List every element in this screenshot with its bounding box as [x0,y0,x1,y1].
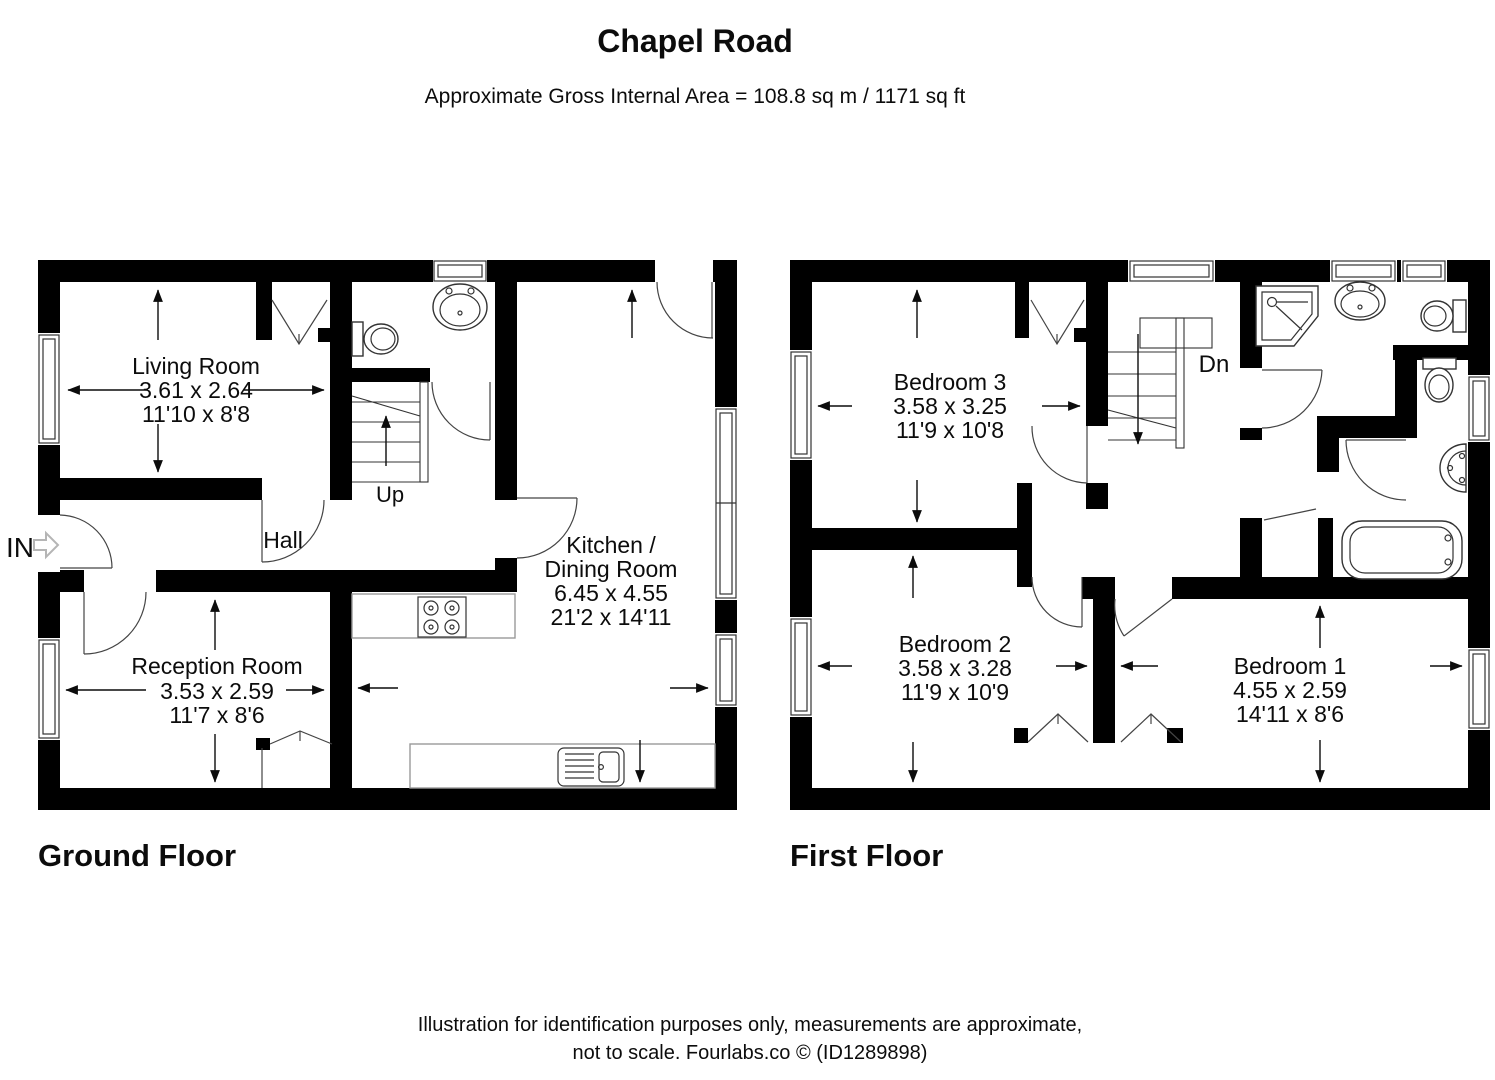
ground-floor-plan: IN Living Room 3.61 x 2.64 11'10 x 8'8 H… [6,258,739,873]
first-floor-plan: Bedroom 3 3.58 x 3.25 11'9 x 10'8 Dn Bed… [788,258,1492,873]
ff-window-bathroom [1468,376,1490,441]
disclaimer-line-2: not to scale. Fourlabs.co © (ID1289898) [573,1042,928,1064]
living-room-name: Living Room [132,353,260,379]
ff-window-bed2 [790,618,812,716]
ff-cupboard-door [1263,508,1317,521]
bathtub-icon [1341,520,1463,580]
stairs-down-label: Dn [1199,351,1230,378]
ff-window-bed1 [1468,649,1490,729]
kitchen-sink-counter [409,743,716,789]
kitchen-metric: 6.45 x 4.55 [554,580,668,606]
ff-window-wc-nook [1402,260,1446,282]
living-room-metric: 3.61 x 2.64 [139,377,253,403]
entrance-label: IN [6,532,34,563]
ff-window-shower-room [1331,260,1396,282]
ff-window-bed3 [790,351,812,459]
shower-icon [1255,285,1319,347]
wc-sink-icon [432,283,488,331]
page-title: Chapel Road [597,23,793,59]
ff-measure-arrows [817,289,1463,783]
gf-back-door [656,281,714,339]
stairs-up-label: Up [376,482,404,507]
shower-room-toilet-icon [1420,299,1467,333]
reception-imperial: 11'7 x 8'6 [169,702,264,728]
disclaimer-line-1: Illustration for identification purposes… [418,1014,1082,1036]
hall-name: Hall [263,527,303,553]
bedroom3-name: Bedroom 3 [894,369,1007,395]
gf-window-kitchen-2 [715,634,737,706]
bathroom-sink-icon [1439,443,1467,493]
kitchen-name-2: Dining Room [545,556,678,582]
gf-window-kitchen-1 [715,408,737,599]
gf-window-living [38,334,60,444]
ff-bed2-door [1031,576,1083,628]
gf-entrance-door [59,514,113,569]
reception-metric: 3.53 x 2.59 [160,678,274,704]
gf-kitchen-door [516,497,578,559]
page-subtitle: Approximate Gross Internal Area = 108.8 … [425,85,966,108]
bathroom-toilet-icon [1422,357,1457,403]
bedroom1-metric: 4.55 x 2.59 [1233,677,1347,703]
gf-window-reception [38,639,60,739]
ff-shower-room-door [1261,369,1323,429]
first-floor-label: First Floor [790,838,943,873]
gf-window-wc [433,260,487,282]
gf-reception-closet [261,730,333,788]
ff-window-landing [1129,260,1214,282]
shower-room-sink-icon [1334,281,1386,321]
wc-toilet-icon [351,321,399,357]
entry-direction-arrow-icon [33,530,60,560]
gf-stairs [351,381,429,483]
ff-bed3-closet-door [1030,299,1085,346]
bedroom3-imperial: 11'9 x 10'8 [896,417,1004,443]
bedroom2-name: Bedroom 2 [899,631,1012,657]
ff-stairs [1107,317,1213,449]
ff-bed3-door [1031,425,1088,484]
ff-bed1-closet-door [1120,713,1182,743]
ground-floor-label: Ground Floor [38,838,236,873]
ff-bed1-door [1114,598,1173,637]
gf-living-door [261,499,325,563]
kitchen-imperial: 21'2 x 14'11 [551,604,672,630]
ff-bed2-closet-door [1027,713,1089,743]
ff-bathroom-door [1345,439,1407,501]
bedroom2-imperial: 11'9 x 10'9 [901,679,1009,705]
bedroom3-metric: 3.58 x 3.25 [893,393,1007,419]
gf-reception-door [83,591,147,655]
living-room-imperial: 11'10 x 8'8 [142,401,250,427]
gf-living-closet-door [271,299,328,346]
kitchen-counter-hob [351,593,516,639]
gf-measure-arrows [65,289,709,783]
bedroom1-imperial: 14'11 x 8'6 [1236,701,1344,727]
gf-wc-door [431,381,491,441]
kitchen-name-1: Kitchen / [566,532,656,558]
reception-name: Reception Room [131,653,302,679]
bedroom1-name: Bedroom 1 [1234,653,1347,679]
bedroom2-metric: 3.58 x 3.28 [898,655,1012,681]
